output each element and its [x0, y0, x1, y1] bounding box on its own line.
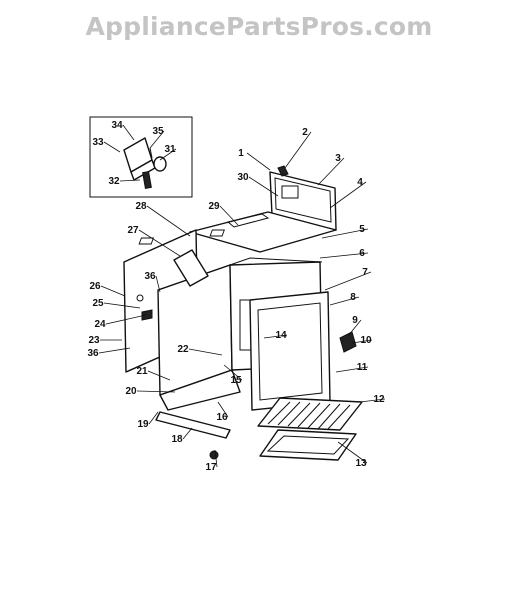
callout-label-35: 35: [152, 126, 164, 137]
leader-line-32: [119, 179, 141, 182]
leader-line-35: [149, 130, 165, 149]
callout-label-8: 8: [350, 292, 356, 303]
leader-line-5: [321, 228, 369, 239]
callout-label-17: 17: [205, 462, 217, 473]
leader-line-24: [105, 314, 147, 325]
leader-line-11: [335, 366, 369, 373]
callout-label-24: 24: [94, 319, 106, 330]
callout-label-21: 21: [136, 366, 148, 377]
callout-label-30: 30: [237, 172, 249, 183]
callout-label-34: 34: [111, 120, 123, 131]
leader-line-29: [219, 205, 239, 226]
watermark-text: AppliancePartsPros.com: [85, 12, 433, 41]
callout-label-36b: 36: [87, 348, 99, 359]
leader-line-21: [147, 370, 171, 381]
callout-label-26: 26: [89, 281, 101, 292]
leader-line-31: [159, 148, 177, 161]
leader-line-15: [223, 364, 243, 381]
leader-line-7: [324, 271, 372, 291]
leader-line-20: [136, 390, 176, 393]
callout-label-27: 27: [127, 225, 139, 236]
leader-line-17: [214, 449, 218, 468]
callout-label-23: 23: [88, 335, 100, 346]
leader-line-19: [148, 411, 159, 425]
leader-line-34: [122, 124, 135, 141]
leader-line-36a: [155, 275, 161, 293]
callout-label-16: 16: [216, 412, 228, 423]
leader-line-10: [351, 339, 373, 344]
leader-line-13: [337, 441, 368, 464]
callout-label-32: 32: [108, 176, 120, 187]
leader-line-18: [182, 427, 193, 440]
leader-line-8: [329, 296, 360, 306]
leader-line-33: [103, 141, 121, 153]
leader-line-30: [248, 176, 279, 197]
callout-label-2: 2: [302, 127, 308, 138]
callout-label-22: 22: [177, 344, 189, 355]
callout-label-4: 4: [357, 177, 363, 188]
leader-line-25: [103, 302, 141, 309]
callout-label-3: 3: [335, 153, 341, 164]
leader-line-9: [347, 319, 362, 337]
callout-label-5: 5: [359, 224, 365, 235]
callout-label-28: 28: [135, 201, 147, 212]
callout-label-14: 14: [275, 330, 287, 341]
leader-line-4: [329, 181, 367, 209]
callout-label-11: 11: [357, 362, 368, 373]
callout-label-7: 7: [362, 267, 368, 278]
leader-line-16: [217, 401, 229, 418]
callout-label-29: 29: [208, 201, 220, 212]
leader-line-26: [100, 285, 126, 297]
callout-label-18: 18: [171, 434, 183, 445]
leader-line-27: [138, 229, 181, 257]
callout-label-9: 9: [352, 315, 358, 326]
callout-label-12: 12: [373, 394, 385, 405]
leader-line-28: [146, 205, 191, 237]
callout-label-15: 15: [230, 375, 242, 386]
callout-label-33: 33: [92, 137, 104, 148]
leader-line-12: [359, 398, 386, 403]
callout-layer: 1234567891011121314151617181920212223242…: [87, 120, 386, 473]
callout-label-36a: 36: [144, 271, 156, 282]
inset-box: [89, 116, 193, 198]
callout-label-31: 31: [164, 144, 176, 155]
leader-line-6: [319, 252, 369, 259]
callout-label-25: 25: [92, 298, 104, 309]
leader-line-36b: [98, 347, 131, 354]
callout-label-1: 1: [238, 148, 244, 159]
leader-line-22: [188, 348, 223, 356]
callout-label-13: 13: [355, 458, 367, 469]
callout-label-6: 6: [359, 248, 365, 259]
range-body: [123, 165, 363, 461]
leader-line-3: [317, 157, 345, 186]
callout-label-10: 10: [360, 335, 372, 346]
callout-label-19: 19: [137, 419, 149, 430]
leader-line-1: [246, 152, 271, 171]
leader-line-2: [284, 131, 312, 169]
callout-label-20: 20: [125, 386, 137, 397]
leader-line-14: [263, 334, 288, 339]
